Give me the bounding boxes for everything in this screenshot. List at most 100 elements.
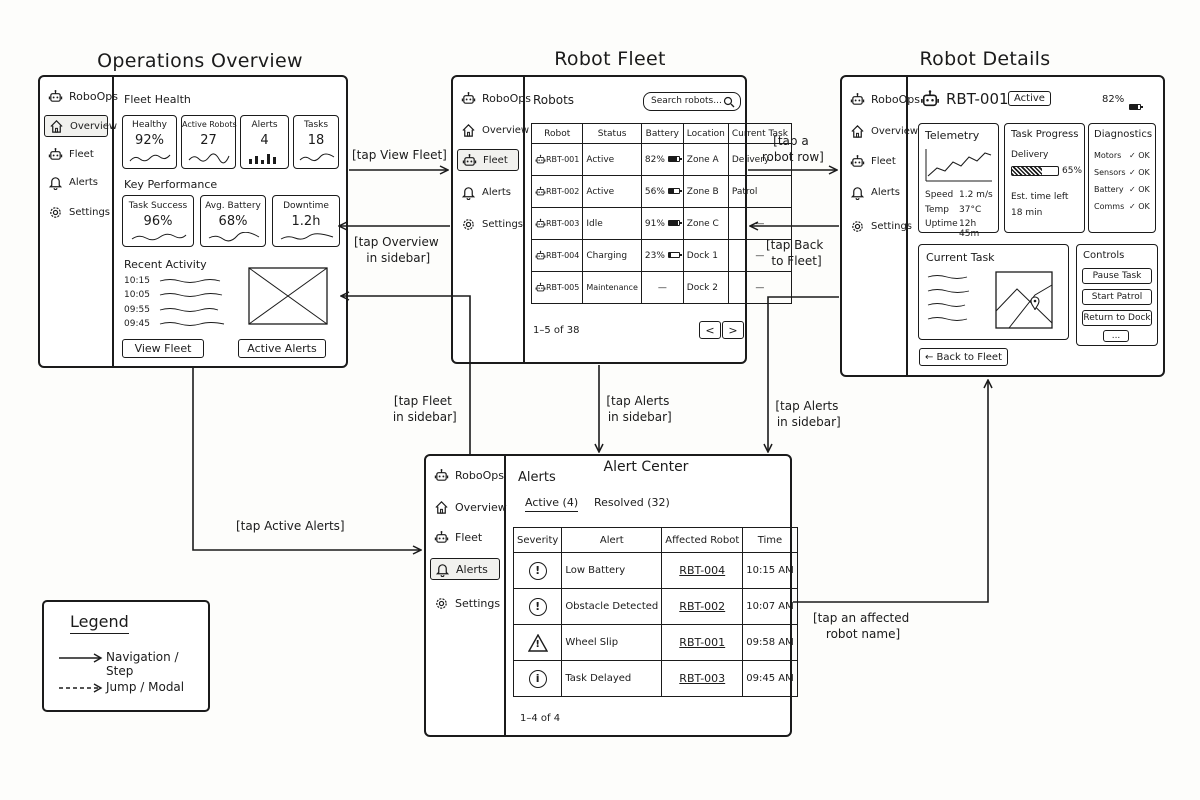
stat-label: Active Robots [182,120,237,129]
fleet-frame: RoboOps Overview Fleet Alerts Settings R… [451,75,792,364]
return-to-dock-button[interactable]: Return to Dock [1082,310,1152,326]
more-button[interactable]: ... [1103,330,1129,342]
home-icon [434,500,449,515]
battery-fill [668,253,672,257]
sidebar-item-overview[interactable]: Overview [430,496,511,518]
sidebar-item-fleet[interactable]: Fleet [430,526,486,548]
alerts-pagination: 1–4 of 4 [520,713,561,724]
robot-icon [48,147,63,162]
robot-icon [535,186,546,197]
mini-bar-chart [249,154,276,164]
sidebar-item-overview[interactable]: Overview [846,120,922,142]
stat-value: 27 [200,133,217,148]
sidebar-item-alerts[interactable]: Alerts [457,181,515,203]
column-header: Time [742,527,798,553]
table-row[interactable]: RBT-004 Charging 23% Dock 1 — [530,239,792,272]
sidebar-item-overview[interactable]: Overview [44,115,117,137]
sidebar-item-fleet[interactable]: Fleet [846,150,900,172]
table-row[interactable]: ! Wheel Slip RBT-001 09:58 AM [512,624,798,661]
details-screen-title: Robot Details [919,48,1051,70]
flow-label: [tap Fleet in sidebar] [392,394,457,424]
column-header: Robot [530,123,584,144]
affected-robot-link[interactable]: RBT-001 [679,636,726,649]
diag-value: ✓ OK [1129,168,1150,177]
search-input[interactable]: Search robots... [643,92,741,111]
flow-label: [tap Overview in sidebar] [354,235,439,265]
affected-robot-link[interactable]: RBT-003 [679,672,726,685]
overview-screen-title: Operations Overview [97,50,303,72]
alerts-screen-title: Alert Center [603,459,689,475]
sidebar-item-settings[interactable]: Settings [430,592,504,614]
sidebar-item-alerts[interactable]: Alerts [846,181,904,203]
sidebar-item-settings[interactable]: Settings [44,201,114,223]
telemetry-label: Uptime [925,219,958,229]
battery-pct: 91% [644,218,665,229]
legend-navigation-label: Navigation / Step [106,650,179,678]
pause-task-button[interactable]: Pause Task [1082,268,1152,284]
overview-sidebar: RoboOps Overview Fleet Alerts Settings [40,77,118,366]
triangle-outline [527,633,548,652]
stat-card: Alerts 4 [240,115,289,169]
battery-fill [668,221,678,225]
table-row[interactable]: i Task Delayed RBT-003 09:45 AM [512,660,798,697]
robots-heading: Robots [533,93,575,107]
legend-box: Legend Navigation / Step Jump / Modal [42,600,210,712]
tab-active[interactable]: Active (4) [525,496,579,512]
table-row[interactable]: RBT-001 Active 82% Zone A Delivery [530,143,792,176]
stat-label: Alerts [251,120,278,130]
affected-robot-link[interactable]: RBT-004 [679,564,726,577]
sidebar-item-settings[interactable]: Settings [457,213,527,235]
affected-robot-link[interactable]: RBT-002 [679,600,726,613]
search-icon [723,96,735,108]
table-row[interactable]: ! Low Battery RBT-004 10:15 AM [512,552,798,589]
diag-label: Sensors [1094,168,1126,177]
sidebar-item-alerts[interactable]: Alerts [44,171,102,193]
table-row[interactable]: ! Obstacle Detected RBT-002 10:07 AM [512,588,798,625]
robot-icon [462,153,477,168]
battery-pct: 82% [644,154,665,165]
battery-icon [667,188,682,194]
home-icon [461,123,476,138]
dashed-arrow-icon [59,683,103,693]
table-row[interactable]: RBT-005 Maintenance — Dock 2 — [530,271,792,304]
robot-icon [850,154,865,169]
stat-value: 18 [307,133,325,148]
details-frame: RoboOps Overview Fleet Alerts Settings R… [840,75,1165,377]
sidebar-item-fleet[interactable]: Fleet [44,143,98,165]
task-progress-panel: Task Progress Delivery 65% Est. time lef… [1004,123,1085,233]
diag-label: Battery [1094,185,1124,194]
stat-label: Healthy [132,120,167,130]
tab-resolved[interactable]: Resolved (32) [594,496,670,509]
sparkline [188,153,230,164]
table-row[interactable]: RBT-002 Active 56% Zone B Patrol [530,175,792,208]
next-page-button[interactable]: > [722,321,744,339]
kpi-label: Downtime [283,201,329,211]
battery-fill [1130,104,1139,109]
robot-task: — [727,207,792,240]
sidebar-item-fleet[interactable]: Fleet [457,149,519,171]
warning-circle-icon: ! [528,561,547,580]
robot-location: Zone C [682,207,729,240]
sidebar-item-alerts[interactable]: Alerts [430,558,500,580]
table-row[interactable]: RBT-003 Idle 91% Zone C — [530,207,792,240]
sidebar-item-settings[interactable]: Settings [846,215,916,237]
active-alerts-button[interactable]: Active Alerts [238,339,326,358]
status-badge: Active [1008,91,1051,106]
stat-value: 4 [260,133,269,148]
back-to-fleet-button[interactable]: ← Back to Fleet [919,348,1008,366]
view-fleet-button[interactable]: View Fleet [122,339,204,358]
activity-time: 10:15 [124,276,150,286]
battery-pct: 23% [644,250,665,261]
battery-icon [1129,103,1143,110]
gear-icon [461,217,476,232]
robot-icon [920,89,940,109]
sidebar-item-overview[interactable]: Overview [457,119,533,141]
search-placeholder: Search robots... [651,96,722,106]
task-progress-fill [1012,167,1042,175]
prev-page-button[interactable]: < [699,321,721,339]
kpi-value: 96% [143,214,173,229]
controls-heading: Controls [1083,250,1125,261]
alert-name: Task Delayed [561,660,663,697]
start-patrol-button[interactable]: Start Patrol [1082,289,1152,305]
telemetry-label: Temp [925,205,949,215]
